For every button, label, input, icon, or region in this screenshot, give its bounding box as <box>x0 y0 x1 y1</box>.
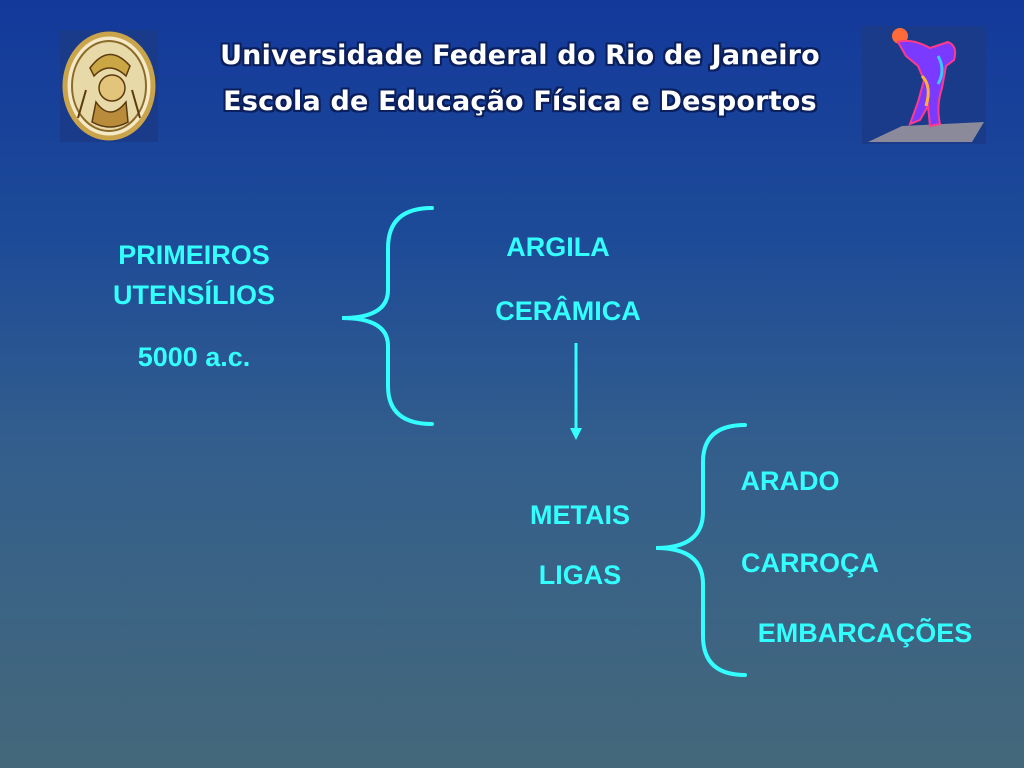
second-brace <box>655 423 747 677</box>
arrow-head <box>570 428 582 440</box>
first-brace <box>341 206 434 426</box>
origin-date: 5000 a.c. <box>137 342 251 372</box>
origin-label-line2: UTENSÍLIOS <box>112 280 275 310</box>
item-metais: METAIS <box>530 500 630 530</box>
header-school-name: Escola de Educação Física e Desportos <box>223 86 817 117</box>
item-ceramica: CERÂMICA <box>495 296 641 326</box>
origin-label-line1: PRIMEIROS <box>118 240 270 270</box>
header-university-name: Universidade Federal do Rio de Janeiro <box>220 40 820 71</box>
item-ligas: LIGAS <box>538 560 622 590</box>
item-arado: ARADO <box>740 466 840 496</box>
item-carroca: CARROÇA <box>741 548 879 578</box>
item-argila: ARGILA <box>506 232 610 262</box>
discus-thrower-icon <box>862 26 986 144</box>
university-crest-icon <box>60 30 158 142</box>
item-embarcacoes: EMBARCAÇÕES <box>757 618 973 648</box>
